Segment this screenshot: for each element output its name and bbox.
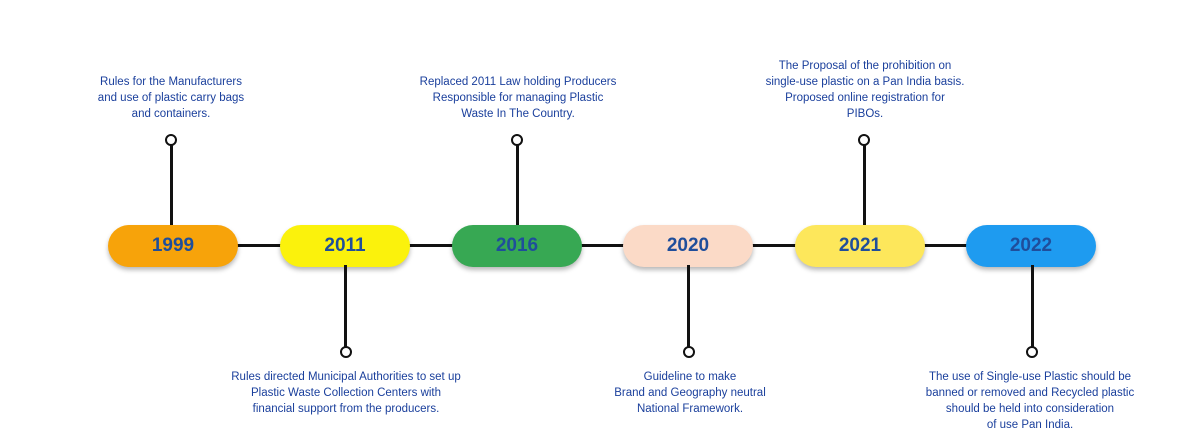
note-line: and containers. [131, 108, 211, 120]
connector-dot [1026, 346, 1038, 358]
year-pill-2016: 2016 [452, 225, 582, 267]
year-pill-2022: 2022 [966, 225, 1096, 267]
connector-dot [683, 346, 695, 358]
note-line: National Framework. [636, 403, 744, 415]
note-line: Responsible for managing Plastic [432, 92, 604, 104]
connector-stem [687, 265, 690, 347]
note-line: The Proposal of the prohibition on [778, 60, 952, 72]
note-2016: Replaced 2011 Law holding Producers Resp… [368, 74, 668, 122]
connector-stem [170, 145, 173, 229]
note-2020: Guideline to make Brand and Geography ne… [540, 369, 840, 417]
connector-stem [344, 265, 347, 347]
note-line: Replaced 2011 Law holding Producers [419, 76, 617, 88]
note-line: Plastic Waste Collection Centers with [250, 387, 442, 399]
note-line: financial support from the producers. [252, 403, 440, 415]
connector-stem [516, 145, 519, 229]
note-2011: Rules directed Municipal Authorities to … [196, 369, 496, 417]
note-line: of use Pan India. [986, 419, 1074, 431]
note-1999: Rules for the Manufacturers and use of p… [21, 74, 321, 122]
note-line: and use of plastic carry bags [97, 92, 245, 104]
year-pill-2021: 2021 [795, 225, 925, 267]
note-line: PIBOs. [846, 108, 884, 120]
note-line: Rules directed Municipal Authorities to … [231, 371, 461, 383]
note-2021: The Proposal of the prohibition on singl… [715, 58, 1015, 122]
year-pill-1999: 1999 [108, 225, 238, 267]
note-line: banned or removed and Recycled plastic [925, 387, 1135, 399]
year-pill-2011: 2011 [280, 225, 410, 267]
note-line: single-use plastic on a Pan India basis. [765, 76, 965, 88]
connector-stem [863, 145, 866, 229]
connector-dot [340, 346, 352, 358]
note-line: Proposed online registration for [785, 92, 945, 104]
note-line: Waste In The Country. [461, 108, 575, 120]
year-pill-2020: 2020 [623, 225, 753, 267]
note-line: Rules for the Manufacturers [100, 76, 242, 88]
note-2022: The use of Single-use Plastic should be … [880, 369, 1180, 433]
note-line: Brand and Geography neutral [614, 387, 766, 399]
note-line: should be held into consideration [945, 403, 1115, 415]
timeline-axis [172, 244, 1032, 247]
note-line: Guideline to make [643, 371, 737, 383]
note-line: The use of Single-use Plastic should be [928, 371, 1131, 383]
connector-stem [1031, 265, 1034, 347]
